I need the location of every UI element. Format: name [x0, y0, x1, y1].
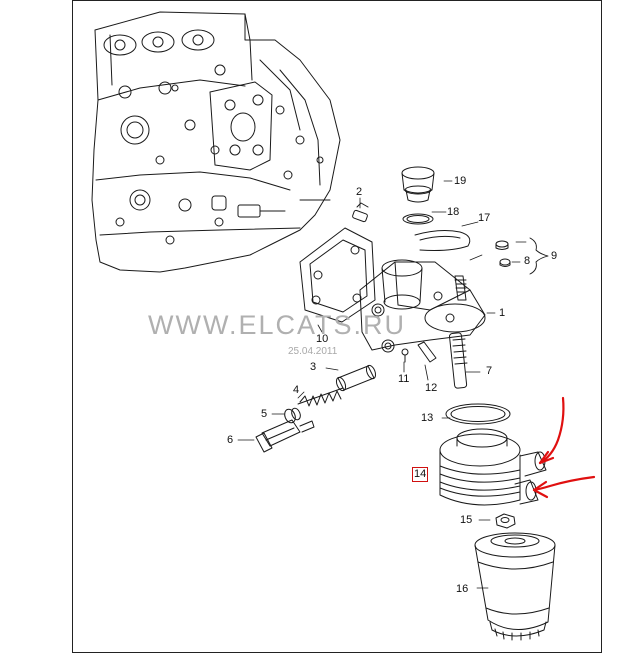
oil-filter-housing — [299, 202, 486, 353]
part-label-16: 16 — [456, 583, 469, 595]
part-label-10: 10 — [316, 333, 329, 345]
valve-pin-assembly — [401, 275, 468, 389]
pressure-switch-assembly — [255, 364, 377, 453]
part-label-17: 17 — [478, 212, 491, 224]
part-label-12: 12 — [425, 382, 438, 394]
part-label-1: 1 — [499, 307, 506, 319]
part-label-2: 2 — [356, 186, 363, 198]
red-annotation-arrows — [532, 396, 596, 499]
watermark-text: WWW.ELCATS.RU — [148, 310, 406, 340]
engine-block — [91, 11, 341, 273]
watermark-date: 25.04.2011 — [288, 346, 338, 357]
part-label-11: 11 — [398, 373, 410, 385]
part-label-6: 6 — [227, 434, 234, 446]
part-label-13: 13 — [421, 412, 434, 424]
leader-lines — [237, 180, 527, 589]
part-label-5: 5 — [261, 408, 268, 420]
part-label-7: 7 — [486, 365, 493, 377]
oil-cooler-14 — [439, 428, 547, 506]
filter-cap-group — [401, 166, 549, 275]
part-label-8: 8 — [524, 255, 531, 267]
part-label-18: 18 — [447, 206, 460, 218]
oil-filter-16 — [474, 532, 556, 641]
part-label-3: 3 — [310, 361, 317, 373]
o-ring-13 — [445, 403, 511, 425]
part-label-19: 19 — [454, 175, 467, 187]
part-label-15: 15 — [460, 514, 473, 526]
part-label-14: 14 — [411, 467, 429, 482]
diagram-frame — [72, 0, 602, 653]
nut-15 — [495, 513, 516, 529]
part-label-9: 9 — [551, 250, 558, 262]
part-label-4: 4 — [293, 384, 300, 396]
